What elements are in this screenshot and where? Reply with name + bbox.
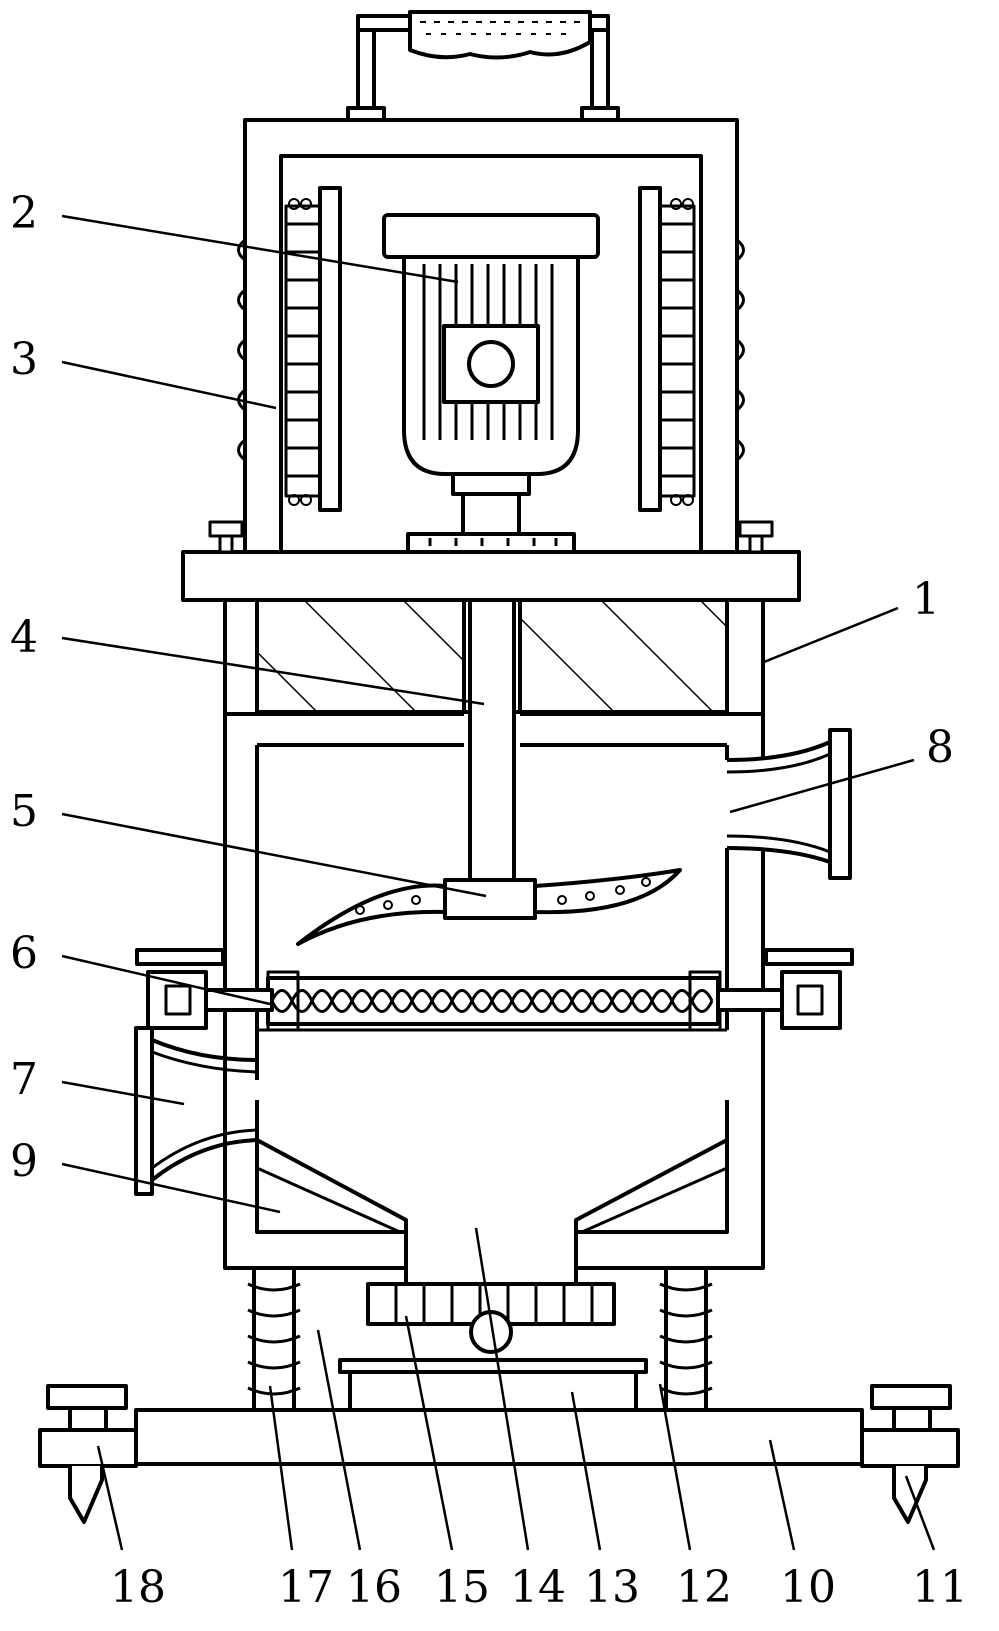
- collection-funnel: [256, 1138, 728, 1286]
- inlet-pipe: [134, 1026, 259, 1196]
- collection-tray: [338, 1358, 648, 1412]
- left-heat-sink: [284, 186, 342, 512]
- right-clamp: [716, 948, 854, 1030]
- handle: [346, 10, 620, 122]
- left-spring: [247, 1266, 301, 1412]
- right-spring: [659, 1266, 713, 1412]
- crushing-blade: [296, 868, 682, 946]
- callout-label: 12: [676, 1562, 732, 1613]
- callout-label: 9: [10, 1136, 38, 1187]
- mounting-plate: [181, 520, 801, 602]
- callout-label: 15: [434, 1562, 490, 1613]
- right-foot: [860, 1384, 960, 1524]
- callout-label: 4: [10, 612, 38, 663]
- callout-label: 13: [584, 1562, 640, 1613]
- callout-label: 1: [912, 574, 940, 625]
- callout-label: 17: [278, 1562, 334, 1613]
- callout-label: 18: [110, 1562, 166, 1613]
- callout-label: 8: [926, 722, 954, 773]
- screen-mesh: [266, 970, 722, 1032]
- handle-grip: [408, 10, 592, 60]
- outlet-pipe: [726, 728, 852, 880]
- callout-label: 7: [10, 1054, 38, 1105]
- leader-lines: [61, 214, 936, 1551]
- callout-label: 10: [780, 1562, 836, 1613]
- callout-label: 3: [10, 334, 38, 385]
- right-heat-sink: [638, 186, 696, 512]
- left-clamp: [135, 948, 274, 1030]
- callout-label: 6: [10, 928, 38, 979]
- callout-label: 16: [346, 1562, 402, 1613]
- left-foot: [38, 1384, 138, 1524]
- motor: [382, 213, 600, 554]
- base-plate: [134, 1408, 864, 1466]
- callout-labels: 2 3 1 4 8 5 6 7 9 18 17 16 15 14 13 12 1…: [10, 188, 968, 1613]
- callout-label: 11: [912, 1562, 968, 1613]
- callout-label: 14: [510, 1562, 566, 1613]
- drive-shaft: [468, 598, 516, 882]
- callout-label: 2: [10, 188, 38, 239]
- callout-label: 5: [10, 786, 38, 837]
- right-outer-bumps: [736, 238, 745, 462]
